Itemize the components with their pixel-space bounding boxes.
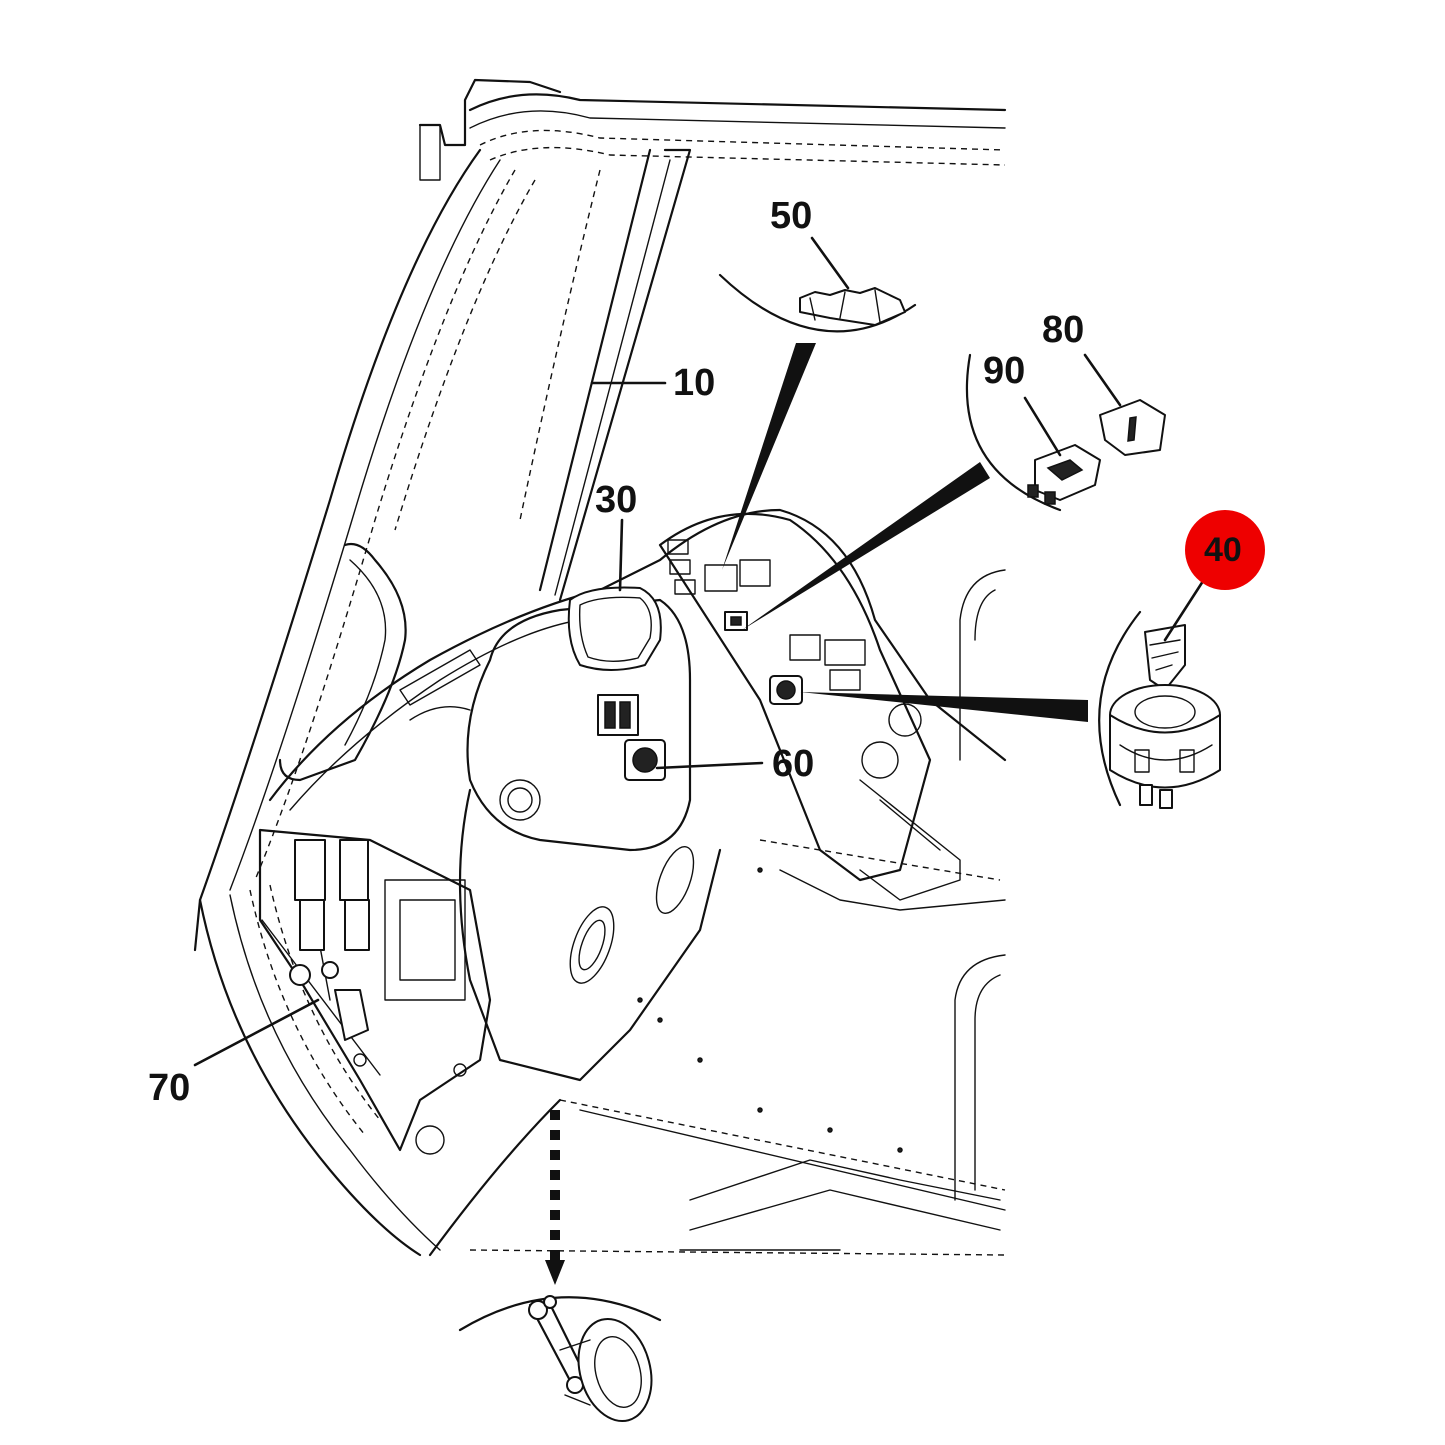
detail-50-lamp-switch [718,236,917,570]
callout-10[interactable]: 10 [673,362,715,404]
center-console [658,512,961,901]
leader-30 [618,518,624,592]
floor-and-cab-right [428,569,1006,1257]
detail-80-90-key-switch [742,353,1166,630]
leader-90 [1023,396,1062,457]
detail-40-ignition-switch [800,576,1221,809]
horn-detail [458,1110,662,1423]
leader-60 [655,761,764,770]
callout-70[interactable]: 70 [148,1067,190,1109]
callout-40[interactable]: 40 [1204,531,1242,569]
leader-lines [193,381,764,1067]
callout-80[interactable]: 80 [1042,309,1084,351]
dashboard [268,508,1007,1082]
grab-handle [278,542,407,782]
callout-90[interactable]: 90 [983,350,1025,392]
cab-frame [193,78,1007,1257]
leader-70 [193,998,320,1067]
leader-40 [1163,576,1207,642]
leader-80 [1083,353,1122,407]
callout-30[interactable]: 30 [595,479,637,521]
callout-50[interactable]: 50 [770,195,812,237]
leader-50 [810,236,850,290]
highlight-circle-40[interactable] [1185,510,1265,590]
callout-60[interactable]: 60 [772,743,814,785]
fuse-relay-panel [258,828,492,1155]
